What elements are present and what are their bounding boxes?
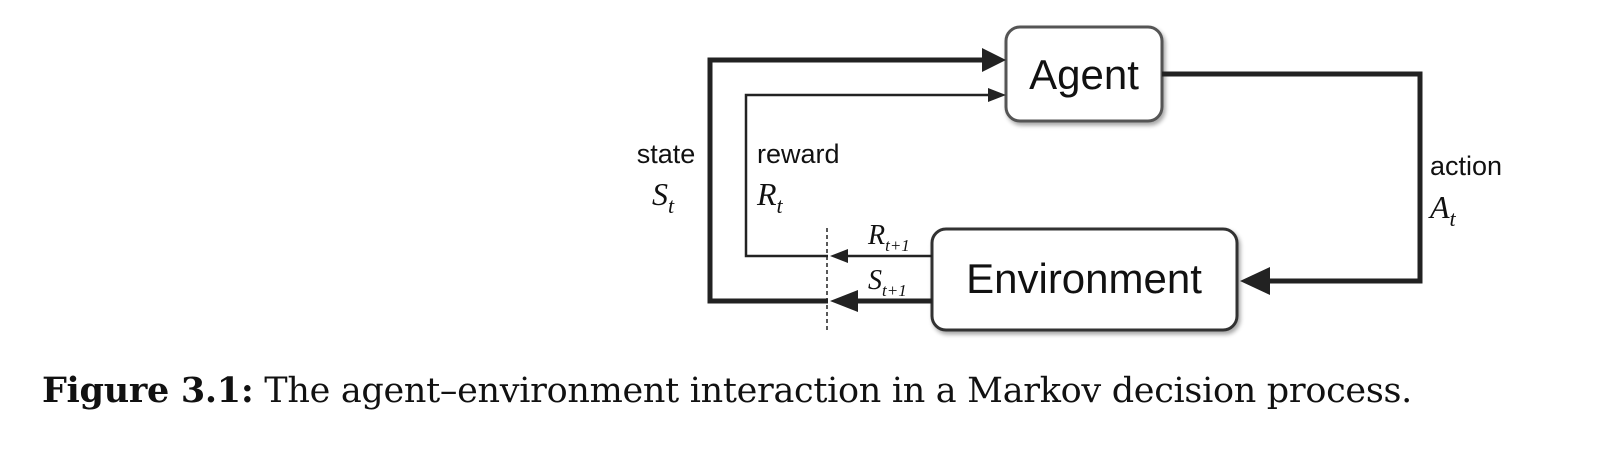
agent-node: Agent	[1004, 25, 1164, 123]
environment-label: Environment	[966, 255, 1202, 302]
action-label: action	[1430, 151, 1502, 181]
environment-node: Environment	[930, 227, 1239, 332]
figure-caption: Figure 3.1: The agent–environment intera…	[42, 370, 1412, 411]
figure-label: Figure 3.1:	[42, 370, 254, 411]
next-state-arrow	[830, 290, 932, 312]
state-label: state	[637, 139, 696, 169]
reward-label: reward	[757, 139, 840, 169]
action-symbol: At	[1428, 189, 1457, 231]
next-state-symbol: St+1	[868, 265, 907, 300]
action-arrow	[1162, 71, 1423, 295]
reward-arrow	[744, 88, 1006, 258]
next-reward-symbol: Rt+1	[867, 220, 910, 255]
figure-caption-text: The agent–environment interaction in a M…	[264, 371, 1412, 411]
next-reward-arrow	[830, 249, 932, 263]
state-symbol: St	[652, 176, 675, 218]
state-arrow	[707, 48, 1006, 304]
agent-label: Agent	[1029, 51, 1139, 98]
reward-symbol: Rt	[756, 176, 784, 218]
